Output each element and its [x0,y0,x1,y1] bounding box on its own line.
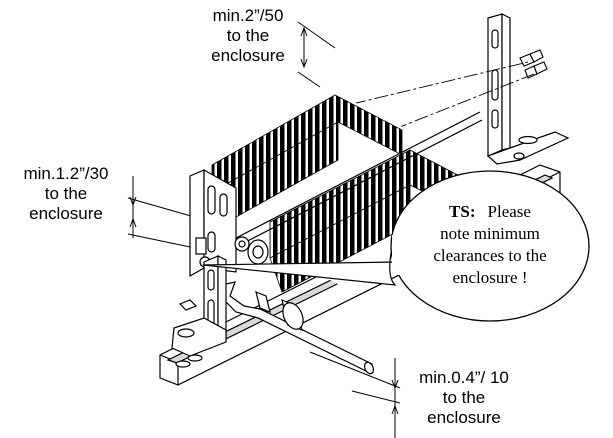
top-clearance-label: min.2”/50 to the enclosure [196,6,300,66]
callout-line-2: note minimum [440,224,540,243]
top-clearance-value: min.2”/50 [212,6,284,25]
bottom-clearance-to-the: to the [442,388,486,407]
end-plate [189,168,269,278]
callout-line-4: enclosure ! [452,268,528,287]
left-clearance-enclosure: enclosure [29,204,103,223]
top-clearance-enclosure: enclosure [211,46,285,65]
right-bracket [486,13,570,165]
callout-prefix: TS: [449,202,476,221]
callout-line-3: clearances to the [433,246,547,265]
bottom-clearance-label: min.0.4”/ 10 to the enclosure [402,368,526,428]
bottom-clearance-value: min.0.4”/ 10 [419,368,509,387]
top-clearance-dimension [297,21,336,88]
left-clearance-to-the: to the [44,184,88,203]
mounting-screws [519,49,548,79]
bottom-clearance-enclosure: enclosure [427,408,501,427]
left-clearance-dimension [127,176,199,249]
left-clearance-value: min.1.2”/30 [23,164,109,183]
top-clearance-to-the: to the [226,26,270,45]
left-clearance-label: min.1.2”/30 to the enclosure [2,164,130,224]
bottom-clearance-dimension [309,351,401,438]
callout-text: TS: Please note minimum clearances to the… [400,201,580,289]
cable [221,281,375,375]
callout-line-1: Please [487,202,531,221]
callout-bubble [202,170,590,322]
left-bracket [171,255,227,357]
